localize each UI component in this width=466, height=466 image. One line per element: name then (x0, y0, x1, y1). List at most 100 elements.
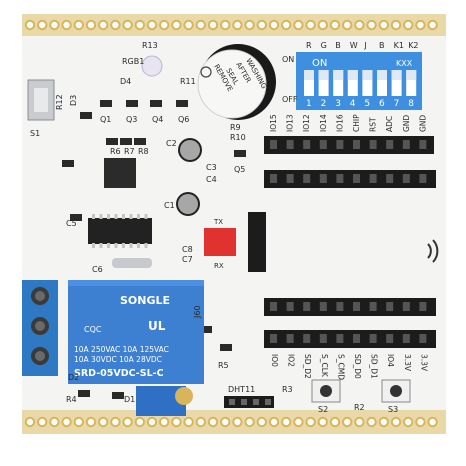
buzzer-sticker (197, 49, 267, 119)
header-hole (369, 302, 377, 311)
dip-key[interactable] (406, 70, 417, 96)
io-bottom-label: S_CMD (336, 354, 345, 380)
header-hole (336, 174, 344, 183)
label-c6: C6 (92, 265, 103, 274)
label-r3: R3 (282, 385, 293, 394)
relay-model: SRD-05VDC-SL-C (74, 368, 164, 379)
smd-component (150, 100, 162, 107)
s2-label: S2 (318, 405, 328, 414)
dip-key[interactable] (304, 70, 314, 96)
terminal-screw-head (35, 321, 45, 331)
edge-pad-bottom (98, 416, 109, 428)
edge-pad-bottom (146, 416, 158, 428)
dip-key-top[interactable] (347, 70, 358, 80)
transistor-label: Q1 (100, 115, 111, 124)
dip-key-top[interactable] (333, 70, 344, 80)
ic-pin (107, 243, 110, 248)
smd-component (126, 100, 138, 107)
label-d2: D2 (68, 373, 79, 382)
crystal (112, 258, 152, 268)
relay-cqc: CQC (84, 325, 102, 334)
dip-number: 2 (321, 99, 327, 109)
header-hole (270, 174, 277, 183)
edge-pad-top (378, 19, 389, 31)
dip-top-label: K1 (394, 41, 404, 50)
label-s1: S1 (30, 129, 40, 138)
edge-pad-bottom (159, 416, 170, 428)
dip-number: 8 (408, 99, 414, 109)
edge-pad-bottom (329, 416, 341, 428)
edge-pad-bottom (134, 416, 146, 428)
header-hole (336, 302, 344, 311)
label-r4: R4 (66, 395, 77, 404)
dip-key[interactable] (347, 70, 358, 96)
io-bottom-label: IO4 (386, 354, 395, 367)
dip-key-top[interactable] (318, 70, 329, 80)
dip-number: 6 (379, 99, 385, 109)
edge-pad-bottom (293, 416, 304, 428)
dip-key-top[interactable] (377, 70, 387, 80)
smd-component (220, 344, 232, 351)
header-hole (386, 334, 394, 343)
dip-key[interactable] (362, 70, 373, 96)
ic-pin (122, 214, 125, 219)
dip-key-top[interactable] (406, 70, 417, 80)
io-top-label: IO16 (335, 114, 344, 132)
io-top-label: IO12 (302, 114, 311, 132)
edge-pad-bottom (49, 416, 60, 428)
dip-key-top[interactable] (362, 70, 373, 80)
io-bottom-label: 3.3V (403, 354, 412, 372)
header-hole (303, 140, 311, 149)
relay-top-strip (68, 280, 204, 286)
label-r13: R13 (142, 41, 158, 50)
ic-pin (92, 214, 95, 219)
edge-pad-bottom (37, 416, 48, 428)
dip-top-label: G (321, 41, 327, 50)
dip-on-label: ON (312, 58, 327, 69)
edge-pad-top (85, 19, 97, 31)
s3-label: S3 (388, 405, 398, 414)
ic-pin (122, 243, 125, 248)
wifi-icon (427, 239, 439, 263)
label-c7: C7 (182, 255, 193, 264)
header-hole (303, 334, 311, 343)
dip-key[interactable] (377, 70, 387, 96)
dip-key[interactable] (391, 70, 402, 96)
smd-component (120, 138, 132, 145)
io-bottom-label: S_CLK (320, 354, 329, 378)
edge-pad-bottom (378, 416, 389, 428)
edge-pad-bottom (342, 416, 353, 428)
edge-pad-bottom (171, 416, 182, 428)
terminal-screw-head (35, 291, 45, 301)
dht11-hole (229, 399, 235, 405)
label-r5: R5 (218, 361, 229, 370)
button-s3-cap[interactable] (390, 385, 402, 397)
ic-pin (144, 214, 148, 219)
label-q5: Q5 (234, 165, 245, 174)
transistor-label: Q6 (178, 115, 189, 124)
dip-top-label: B (379, 41, 385, 50)
header-hole (336, 334, 344, 343)
edge-pad-bottom (281, 416, 292, 428)
header-hole (270, 334, 277, 343)
dip-key[interactable] (333, 70, 344, 96)
edge-pad-top (305, 19, 316, 31)
header-hole (386, 140, 394, 149)
label-d3: D3 (69, 95, 78, 106)
dip-kxx-label: KXX (396, 59, 413, 68)
label-c5: C5 (66, 219, 77, 228)
edge-pad-top (256, 19, 267, 31)
edge-pad-top (317, 19, 328, 31)
edge-pad-top (122, 19, 133, 31)
edge-pad-top (244, 19, 255, 31)
transistor-label: Q3 (126, 115, 137, 124)
edge-pad-top (220, 19, 231, 31)
button-s2-cap[interactable] (320, 385, 332, 397)
edge-pad-top (171, 19, 182, 31)
dip-key-top[interactable] (391, 70, 402, 80)
dip-key-top[interactable] (304, 70, 314, 80)
dip-top-label: K2 (408, 41, 418, 50)
dip-key[interactable] (318, 70, 329, 96)
header-hole (286, 174, 294, 183)
edge-pad-top (281, 19, 292, 31)
